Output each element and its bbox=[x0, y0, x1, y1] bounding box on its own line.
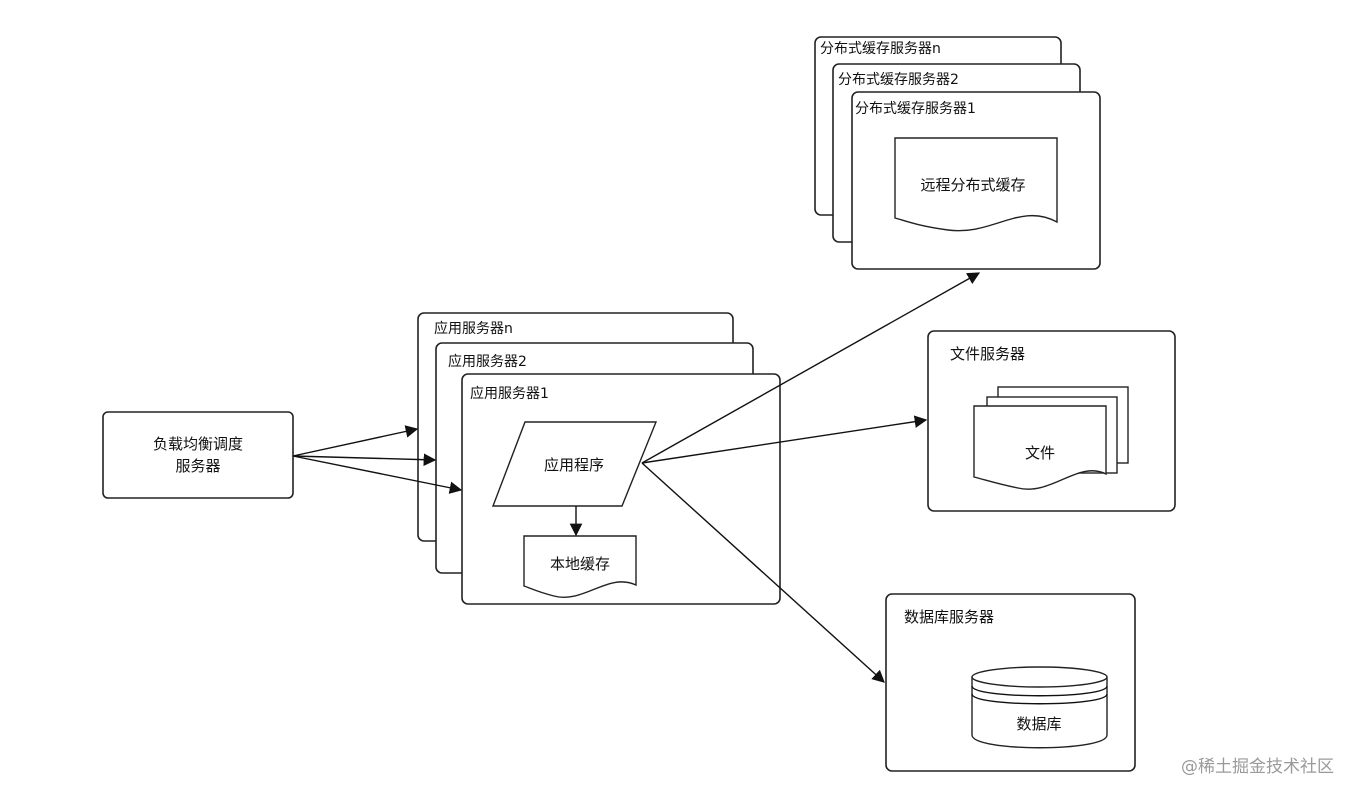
load-balancer-label-line1: 负载均衡调度 bbox=[153, 435, 243, 453]
load-balancer-label-line2: 服务器 bbox=[175, 457, 220, 475]
local-cache-label: 本地缓存 bbox=[550, 555, 610, 573]
local-cache-node: 本地缓存 bbox=[523, 535, 637, 598]
database-cylinder-icon bbox=[971, 666, 1108, 749]
multi-document-icon bbox=[973, 386, 1129, 490]
remote-cache-label: 远程分布式缓存 bbox=[920, 176, 1025, 194]
app-server-stack: 应用服务器n 应用服务器2 应用服务器1 应用程序 本地缓存 bbox=[417, 312, 781, 605]
edge-lb-to-app-2 bbox=[292, 453, 437, 466]
file-server-node: 文件服务器 文件 bbox=[927, 330, 1176, 512]
edge-program-to-cache-server bbox=[641, 272, 981, 464]
file-server-label: 文件服务器 bbox=[950, 345, 1025, 363]
edge-lb-to-app-n bbox=[292, 425, 419, 457]
edge-program-to-file-server bbox=[641, 415, 928, 464]
file-label: 文件 bbox=[1025, 444, 1055, 462]
edge-lb-to-app-1 bbox=[292, 455, 463, 494]
db-server-node: 数据库服务器 数据库 bbox=[885, 593, 1136, 772]
cache-server-n-label: 分布式缓存服务器n bbox=[820, 41, 941, 57]
app-server-n-label: 应用服务器n bbox=[434, 320, 513, 337]
app-server-1-label: 应用服务器1 bbox=[470, 385, 549, 402]
edge-program-to-db-server bbox=[641, 462, 885, 683]
app-program-node: 应用程序 bbox=[491, 421, 658, 507]
db-server-label: 数据库服务器 bbox=[904, 608, 994, 626]
load-balancer-node: 负载均衡调度 服务器 bbox=[102, 411, 294, 499]
cache-server-1-label: 分布式缓存服务器1 bbox=[855, 101, 976, 117]
database-label: 数据库 bbox=[1016, 715, 1061, 733]
edges bbox=[292, 272, 981, 683]
cache-server-2-label: 分布式缓存服务器2 bbox=[838, 72, 959, 88]
app-program-label: 应用程序 bbox=[544, 456, 604, 474]
cache-server-stack: 分布式缓存服务器n 分布式缓存服务器2 分布式缓存服务器1 远程分布式缓存 bbox=[814, 36, 1101, 270]
remote-cache-node: 远程分布式缓存 bbox=[894, 137, 1058, 232]
watermark-text: @稀土掘金技术社区 bbox=[1181, 757, 1334, 777]
app-server-2-label: 应用服务器2 bbox=[448, 353, 527, 370]
